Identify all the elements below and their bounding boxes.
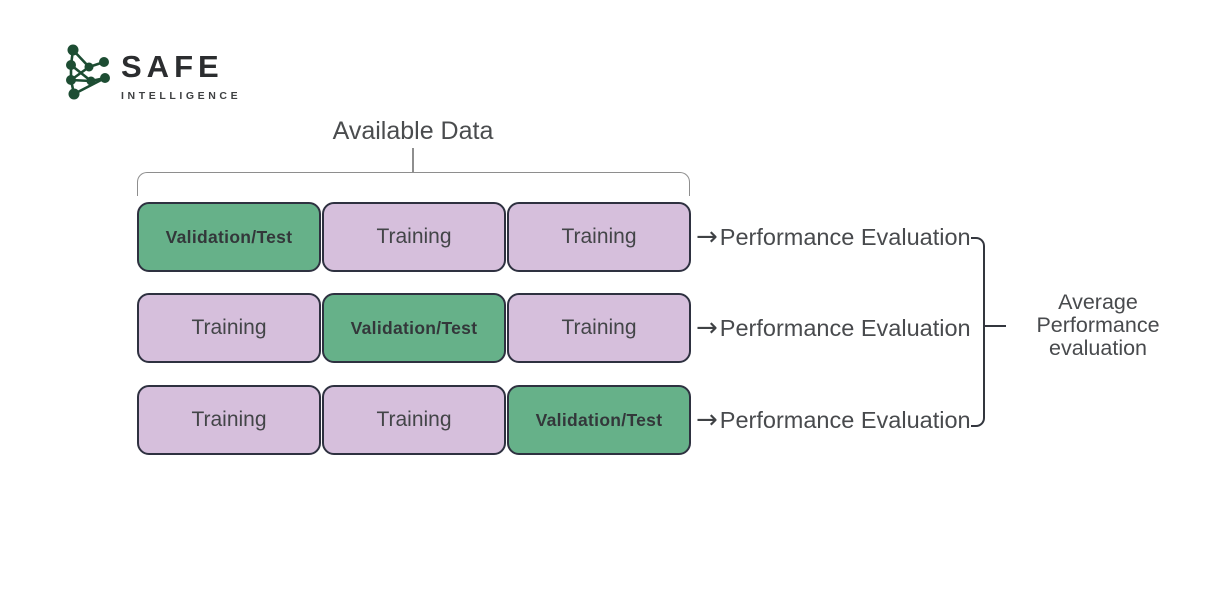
average-performance-line-3: evaluation — [1048, 336, 1148, 360]
logo: SAFE INTELLIGENCE — [121, 51, 241, 102]
cell-label: Training — [376, 225, 452, 248]
logo-brand-text: SAFE — [121, 49, 224, 84]
fold-row-2: Training Validation/Test Training → Perf… — [137, 293, 971, 363]
fold2-cell-training-1: Training — [137, 293, 321, 363]
cell-label: Validation/Test — [535, 409, 663, 430]
fold3-cell-training-1: Training — [137, 385, 321, 455]
performance-evaluation-label-2: Performance Evaluation — [719, 314, 971, 341]
average-performance-line-2: Performance — [1036, 313, 1160, 337]
cell-label: Training — [561, 225, 637, 248]
cell-label: Validation/Test — [350, 317, 478, 338]
arrow-right-icon: → — [696, 313, 718, 343]
fold1-cell-training-1: Training — [322, 202, 506, 272]
performance-evaluation-label-3: Performance Evaluation — [719, 406, 971, 433]
available-data-label: Available Data — [332, 117, 494, 145]
cell-label: Training — [561, 316, 637, 339]
cell-label: Training — [191, 408, 267, 431]
arrow-right-icon: → — [696, 405, 718, 435]
fold1-cell-validation: Validation/Test — [137, 202, 321, 272]
fold2-cell-validation: Validation/Test — [322, 293, 506, 363]
fold-row-3: Training Training Validation/Test → Perf… — [137, 385, 971, 455]
performance-evaluation-label-1: Performance Evaluation — [719, 223, 971, 250]
cell-label: Training — [376, 408, 452, 431]
fold3-cell-training-2: Training — [322, 385, 506, 455]
average-performance-line-1: Average — [1058, 290, 1138, 314]
average-performance-label: Average Performance evaluation — [1012, 290, 1184, 360]
arrow-right-icon: → — [696, 222, 718, 252]
aggregate-bracket-tick — [983, 325, 1006, 327]
fold1-cell-training-2: Training — [507, 202, 691, 272]
available-data-connector-line — [412, 148, 414, 173]
logo-subtitle-text: INTELLIGENCE — [121, 90, 242, 102]
fold2-cell-training-2: Training — [507, 293, 691, 363]
available-data-bracket — [137, 172, 690, 196]
fold3-cell-validation: Validation/Test — [507, 385, 691, 455]
fold-row-1: Validation/Test Training Training → Perf… — [137, 202, 971, 272]
cell-label: Validation/Test — [165, 226, 293, 247]
aggregate-bracket — [971, 237, 985, 427]
network-graph-icon — [66, 44, 110, 100]
cell-label: Training — [191, 316, 267, 339]
